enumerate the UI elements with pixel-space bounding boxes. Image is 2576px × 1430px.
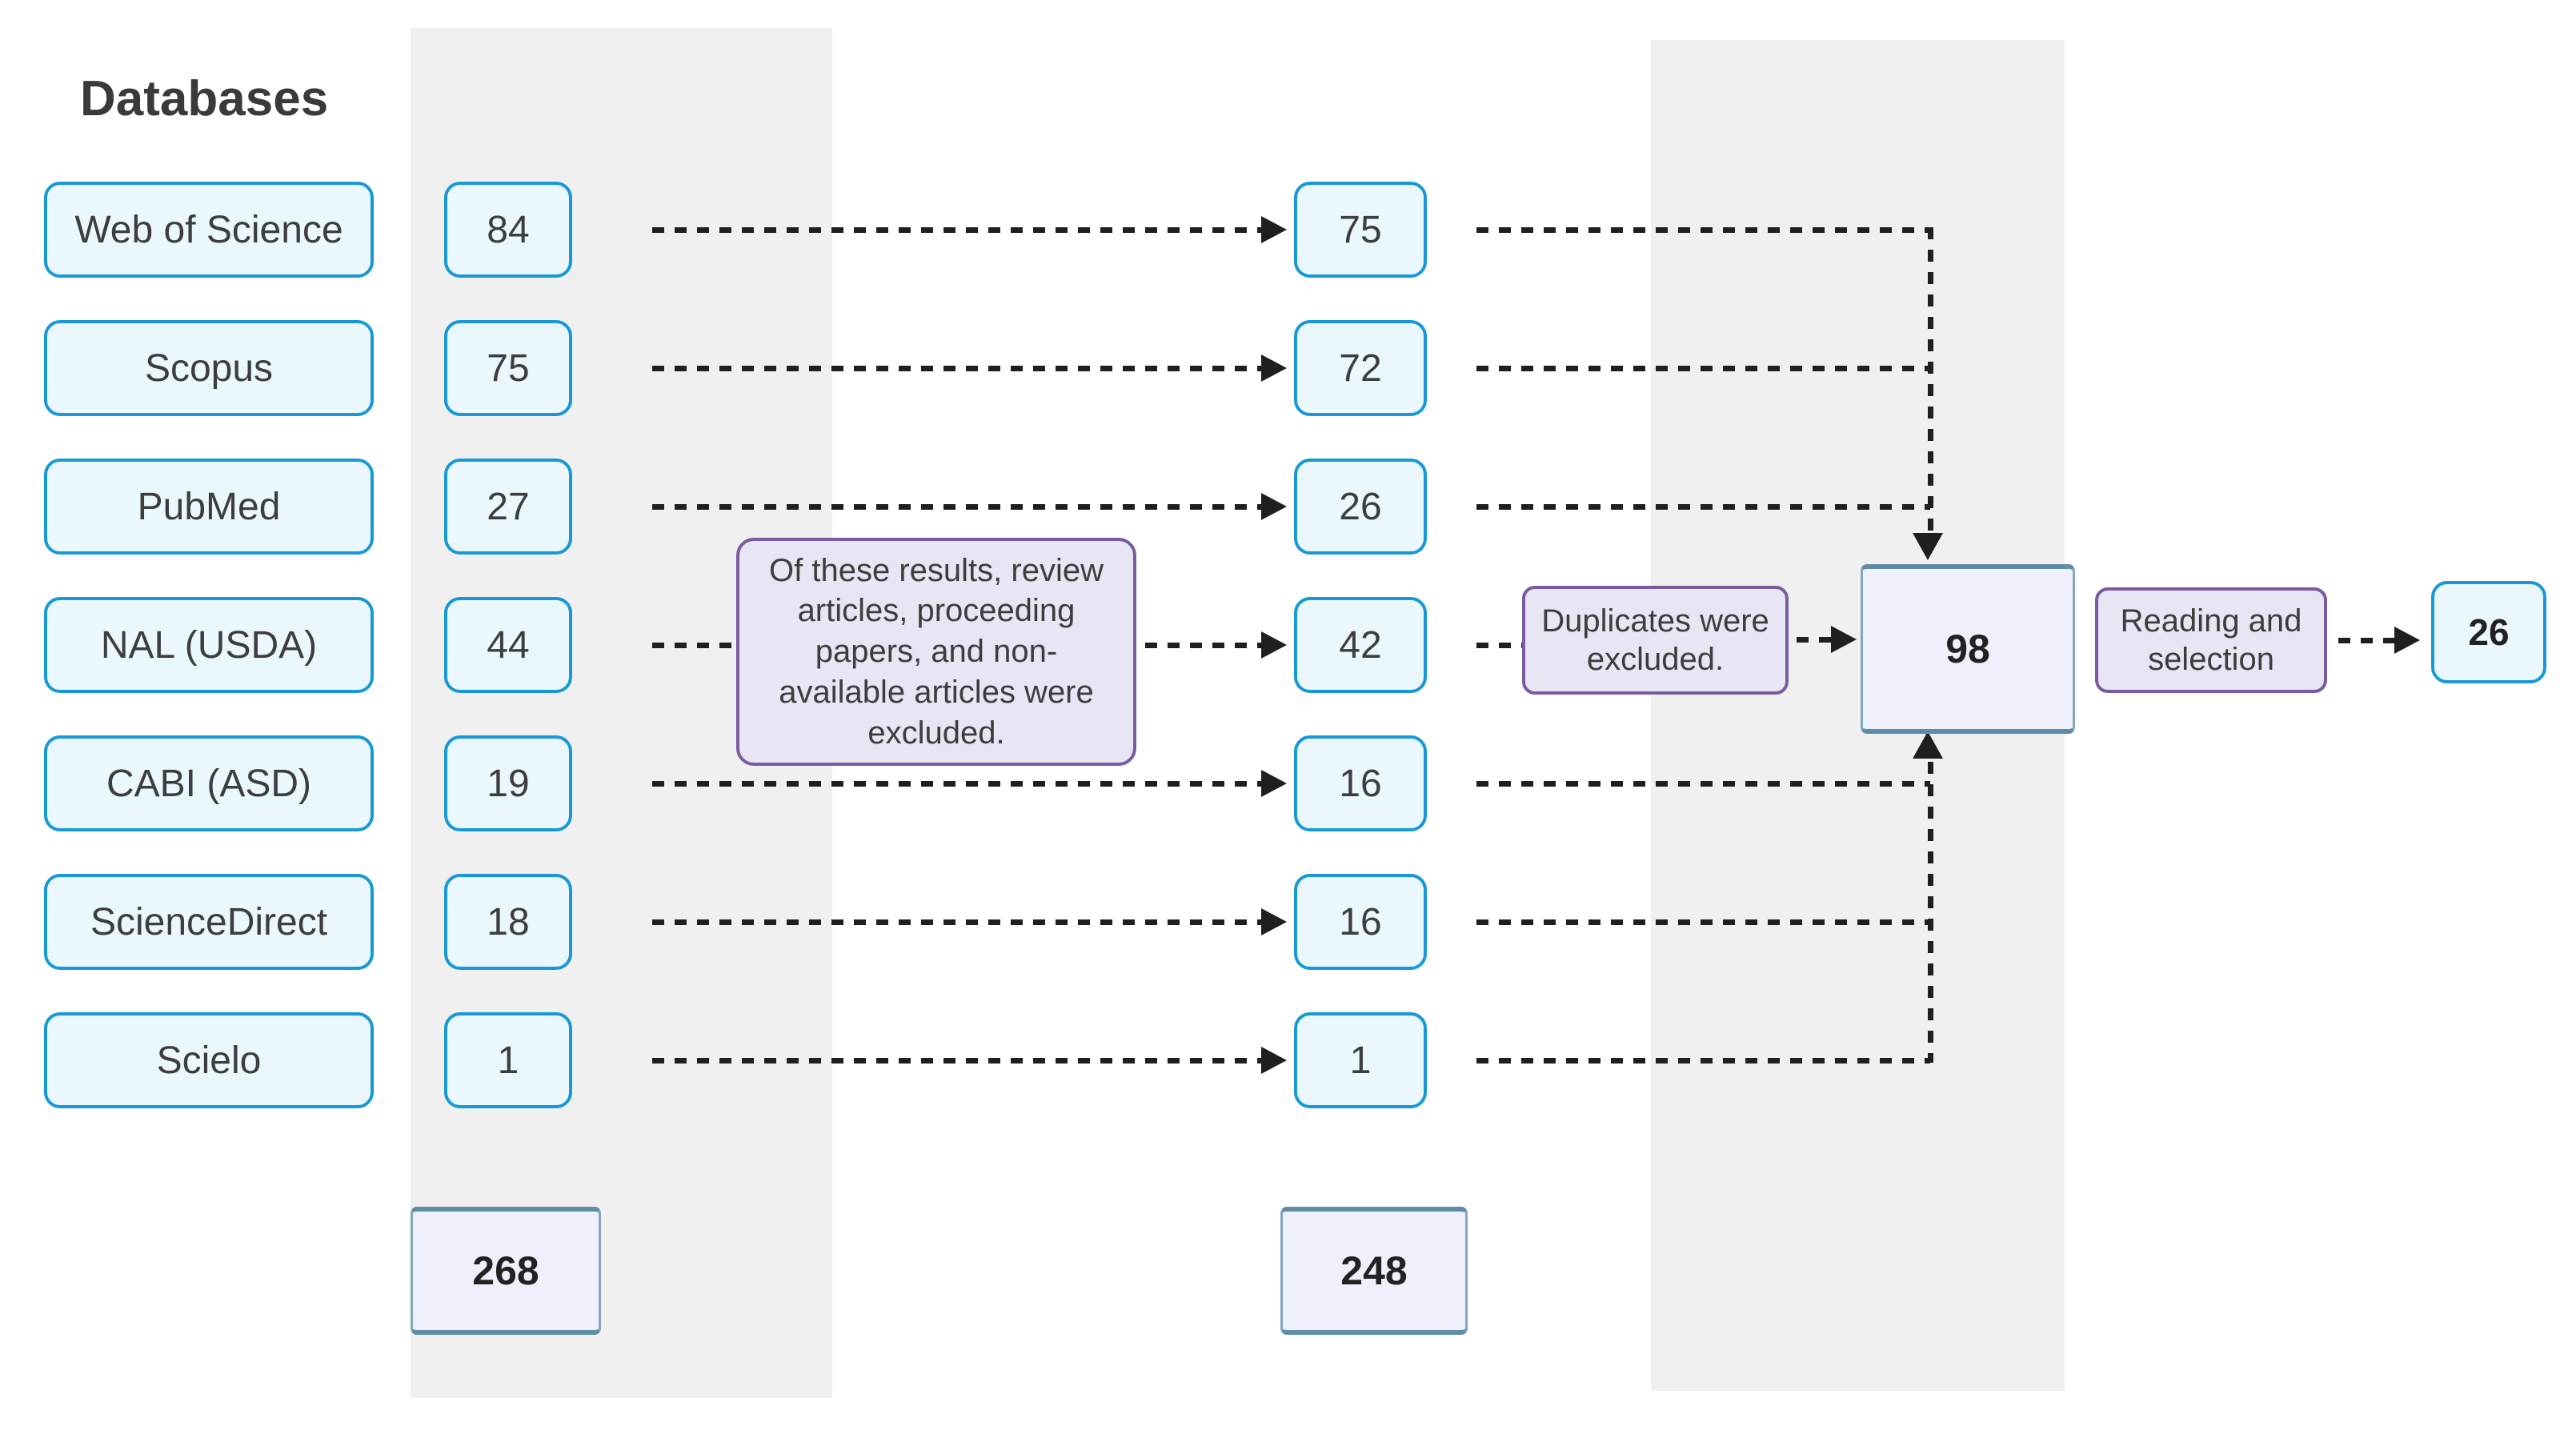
- initial-count: 84: [487, 208, 530, 251]
- arrowhead-down-icon: [1913, 533, 1943, 560]
- filtered-count-box: 1: [1294, 1012, 1427, 1108]
- initial-count-box: 19: [444, 735, 572, 831]
- database-label: NAL (USDA): [100, 623, 318, 667]
- duplicates-note-text: Duplicates were excluded.: [1541, 603, 1769, 677]
- initial-count: 19: [487, 762, 530, 805]
- filtered-count: 72: [1339, 346, 1382, 390]
- filtered-count-box: 16: [1294, 874, 1427, 970]
- arrowhead-right-icon: [1831, 626, 1857, 653]
- filtered-count-box: 16: [1294, 735, 1427, 831]
- filtered-count: 26: [1339, 485, 1382, 528]
- dashed-connector: [652, 1058, 1263, 1063]
- initial-count: 44: [487, 623, 530, 667]
- initial-count-box: 75: [444, 320, 572, 416]
- reading-selection-note-text: Reading and selection: [2120, 603, 2302, 677]
- arrowhead-right-icon: [1261, 493, 1287, 520]
- database-box: Scopus: [44, 320, 374, 416]
- exclusion-note-text: Of these results, review articles, proce…: [769, 552, 1104, 751]
- database-label: Scielo: [156, 1039, 262, 1082]
- database-label: Web of Science: [74, 208, 343, 251]
- arrowhead-right-icon: [1261, 770, 1287, 797]
- database-box: PubMed: [44, 459, 374, 555]
- filtered-count: 75: [1339, 208, 1382, 251]
- dashed-connector: [652, 781, 1263, 787]
- filtered-count: 1: [1349, 1039, 1372, 1082]
- initial-count-box: 1: [444, 1012, 572, 1108]
- filtered-total-box: 248: [1280, 1207, 1468, 1335]
- database-box: ScienceDirect: [44, 874, 374, 970]
- initial-count: 1: [497, 1039, 519, 1082]
- filtered-total: 248: [1340, 1248, 1408, 1293]
- dashed-connector: [652, 227, 1263, 233]
- dashed-connector: [1476, 643, 1522, 648]
- arrowhead-right-icon: [1261, 1047, 1287, 1074]
- filtered-count: 16: [1339, 762, 1382, 805]
- initial-count-box: 84: [444, 182, 572, 278]
- initial-count-box: 27: [444, 459, 572, 555]
- initial-count-box: 18: [444, 874, 572, 970]
- after-duplicates-count: 98: [1945, 627, 1990, 671]
- arrowhead-right-icon: [1261, 354, 1287, 382]
- filtered-count: 16: [1339, 900, 1382, 943]
- database-label: CABI (ASD): [106, 762, 312, 805]
- dashed-connector: [652, 919, 1263, 925]
- arrowhead-right-icon: [1261, 908, 1287, 935]
- database-label: Scopus: [144, 346, 274, 390]
- database-label: PubMed: [137, 485, 281, 528]
- dashed-connector: [652, 366, 1263, 371]
- dashed-connector: [1476, 366, 1930, 371]
- dashed-connector: [1476, 781, 1930, 787]
- arrowhead-right-icon: [2394, 627, 2420, 654]
- duplicates-note-box: Duplicates were excluded.: [1522, 586, 1789, 695]
- arrowhead-right-icon: [1261, 216, 1287, 243]
- dashed-connector: [2338, 638, 2394, 643]
- diagram-title: Databases: [80, 71, 329, 126]
- dashed-connector-vertical: [1928, 762, 1933, 1063]
- filtered-count-box: 26: [1294, 459, 1427, 555]
- dashed-connector: [652, 504, 1263, 510]
- final-count-box: 26: [2431, 581, 2546, 683]
- database-label: ScienceDirect: [90, 900, 328, 943]
- initial-total-box: 268: [411, 1207, 601, 1335]
- filtered-count-box: 72: [1294, 320, 1427, 416]
- arrowhead-up-icon: [1913, 731, 1943, 759]
- after-duplicates-count-box: 98: [1861, 564, 2075, 734]
- arrowhead-right-icon: [1261, 631, 1287, 659]
- filtered-count-box: 42: [1294, 597, 1427, 693]
- dashed-connector-vertical: [1928, 227, 1933, 535]
- dashed-connector: [1476, 227, 1930, 233]
- initial-total: 268: [472, 1248, 539, 1293]
- initial-count: 27: [487, 485, 530, 528]
- dashed-connector: [1476, 1058, 1930, 1063]
- filtered-count-box: 75: [1294, 182, 1427, 278]
- reading-selection-note-box: Reading and selection: [2095, 587, 2327, 693]
- exclusion-note-box: Of these results, review articles, proce…: [736, 538, 1136, 766]
- database-box: Scielo: [44, 1012, 374, 1108]
- database-box: NAL (USDA): [44, 597, 374, 693]
- initial-count: 75: [487, 346, 530, 390]
- initial-count-box: 44: [444, 597, 572, 693]
- filtered-count: 42: [1339, 623, 1382, 667]
- database-box: Web of Science: [44, 182, 374, 278]
- dashed-connector: [1476, 919, 1930, 925]
- dashed-connector: [1476, 504, 1930, 510]
- initial-count: 18: [487, 900, 530, 943]
- final-count: 26: [2468, 611, 2510, 653]
- database-box: CABI (ASD): [44, 735, 374, 831]
- dashed-connector: [1797, 637, 1833, 643]
